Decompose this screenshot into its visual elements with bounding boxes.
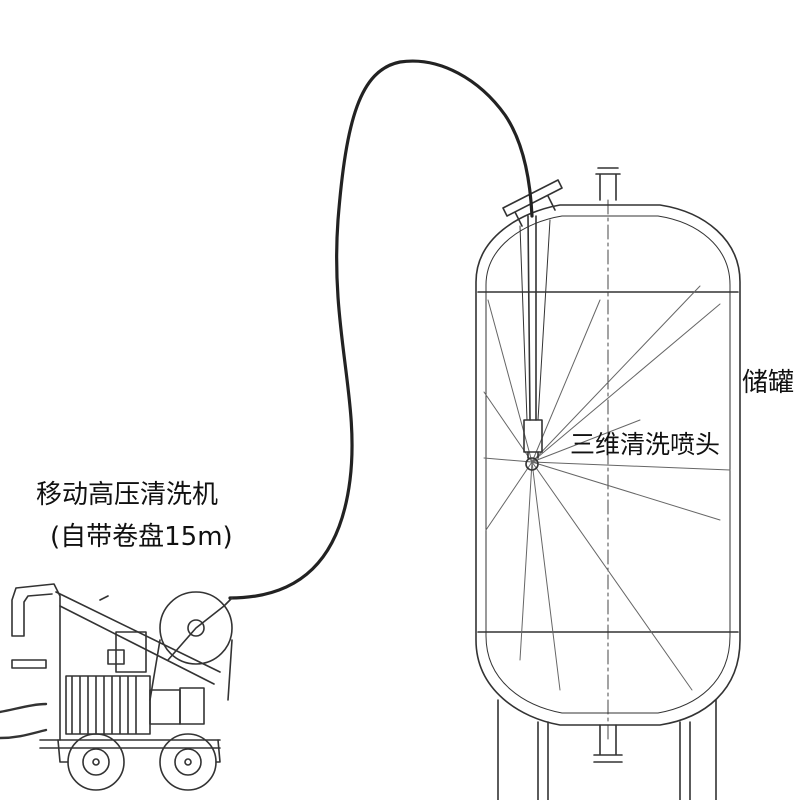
machine-title-label: 移动高压清洗机 [36, 480, 219, 510]
wheel-front-left [67, 733, 125, 791]
tank-label: 储罐 [742, 368, 795, 398]
storage-tank [475, 167, 741, 800]
pump-housing [115, 631, 147, 673]
tank-shell [475, 204, 741, 726]
machine-subtitle-label: (自带卷盘15m) [50, 522, 233, 552]
power-cable [0, 702, 48, 714]
wheel-rear-left-axle [184, 758, 192, 766]
mobile-cleaner [0, 583, 233, 791]
handle-frame [11, 583, 61, 741]
wheel-rear-left [159, 733, 217, 791]
reel-bracket [149, 597, 233, 701]
nozzle-label: 三维清洗喷头 [570, 430, 721, 459]
tank-leg-left [497, 699, 549, 800]
nozzle-tip [525, 457, 539, 471]
power-cable-2 [0, 728, 48, 740]
hose-reel-hub [187, 619, 205, 637]
wheel-front-left-hub [82, 748, 110, 776]
base-frame [39, 739, 221, 749]
motor-endcap [149, 689, 181, 725]
hose-reel [159, 591, 233, 665]
motor-body [65, 675, 151, 735]
tank-bottom-drain [593, 724, 623, 763]
tank-inner-shell [485, 215, 731, 714]
tank-leg-right [679, 699, 717, 800]
pump-cap [107, 649, 125, 665]
nozzle-lance [519, 215, 551, 471]
nozzle-head [523, 419, 543, 453]
control-box [179, 687, 205, 725]
wheel-fork-right [215, 739, 221, 763]
spray-pattern [483, 285, 731, 691]
wheel-rear-left-hub [174, 748, 202, 776]
wheel-front-left-axle [92, 758, 100, 766]
diagonal-frame [55, 591, 221, 685]
tank-top-nozzle [595, 167, 621, 201]
high-pressure-hose [228, 59, 534, 600]
wheel-fork-left [57, 739, 69, 763]
